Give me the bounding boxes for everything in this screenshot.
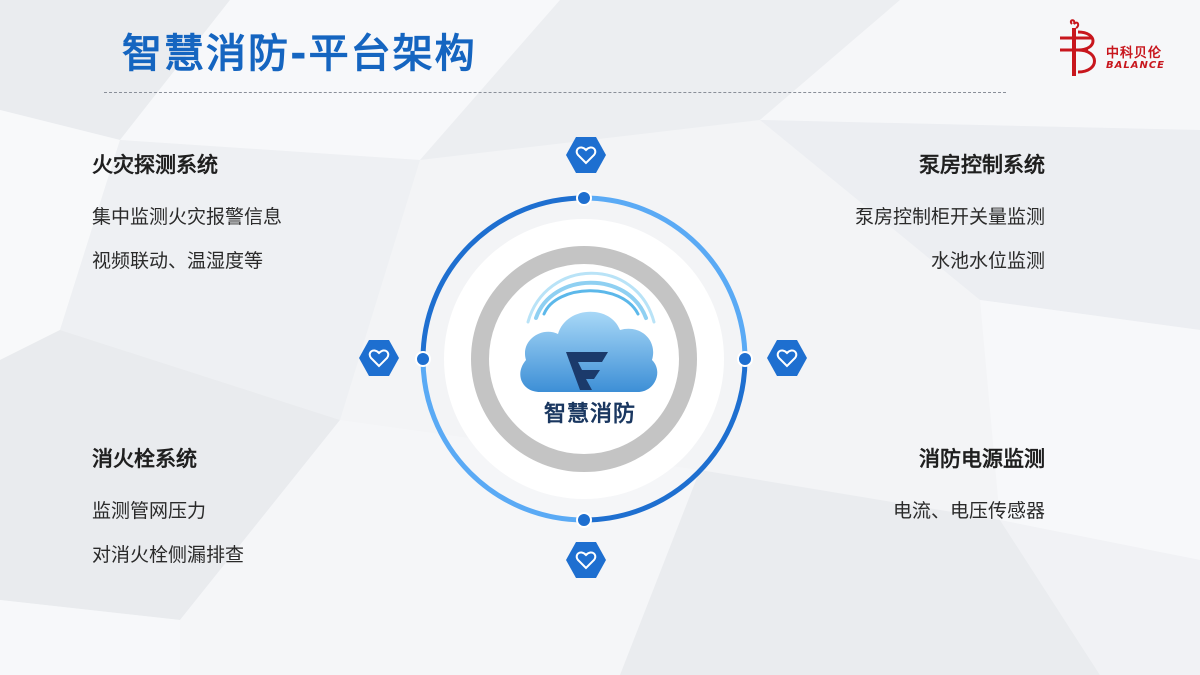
quadrant-line: 监测管网压力 <box>92 500 207 522</box>
center-label: 智慧消防 <box>543 402 636 427</box>
quadrant-line: 集中监测火灾报警信息 <box>92 206 283 228</box>
heart-icon <box>575 146 597 165</box>
f-logo-icon <box>566 352 608 390</box>
logo-name: 中科贝伦 <box>1106 46 1163 61</box>
ring-node-bottom <box>576 512 592 528</box>
quadrant-power-monitoring: 消防电源监测 电流、电压传感器 <box>745 444 1045 526</box>
logo-mark-icon <box>1060 19 1096 76</box>
ring-node-right <box>737 351 753 367</box>
ring-nodes <box>415 190 753 528</box>
cloud-f-icon <box>520 311 658 392</box>
heart-icon <box>368 349 390 368</box>
quadrant-title: 火灾探测系统 <box>92 153 218 177</box>
heart-icon <box>776 349 798 368</box>
hex-badge-bottom[interactable] <box>566 542 606 578</box>
ring-node-left <box>415 351 431 367</box>
quadrant-line: 电流、电压传感器 <box>892 500 1045 522</box>
ring-node-top <box>576 190 592 206</box>
quadrant-title: 消火栓系统 <box>92 447 197 471</box>
page-title: 智慧消防-平台架构 <box>122 31 477 77</box>
quadrant-line: 视频联动、温湿度等 <box>92 250 264 272</box>
logo-subtitle: BALANCE <box>1106 60 1166 71</box>
quadrant-pump-control: 泵房控制系统 泵房控制柜开关量监测 水池水位监测 <box>745 150 1045 276</box>
quadrant-line: 泵房控制柜开关量监测 <box>854 206 1045 228</box>
outer-ring <box>420 195 748 523</box>
quadrant-title: 泵房控制系统 <box>919 153 1045 177</box>
quadrant-line: 水池水位监测 <box>930 250 1045 272</box>
hex-badge-top[interactable] <box>566 137 606 173</box>
quadrant-hydrant: 消火栓系统 监测管网压力 对消火栓侧漏排查 <box>92 444 392 570</box>
title-divider <box>104 92 1006 93</box>
hex-badge-right[interactable] <box>767 340 807 376</box>
quadrant-fire-detection: 火灾探测系统 集中监测火灾报警信息 视频联动、温湿度等 <box>92 150 392 276</box>
quadrant-line: 对消火栓侧漏排查 <box>92 544 245 566</box>
heart-icon <box>575 551 597 570</box>
signal-waves-icon <box>526 271 656 324</box>
quadrant-title: 消防电源监测 <box>919 447 1045 471</box>
hex-badge-left[interactable] <box>359 340 399 376</box>
